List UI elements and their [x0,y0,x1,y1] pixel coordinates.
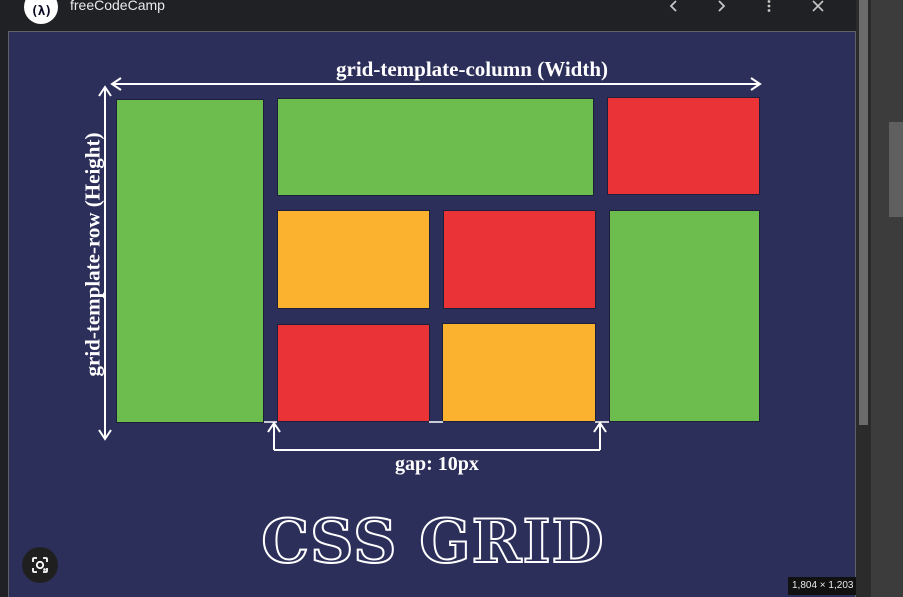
more-options-button[interactable] [757,0,781,18]
cell-top-right-red [607,97,760,195]
more-vert-icon [767,0,771,12]
lens-search-button[interactable] [22,547,58,583]
previous-button[interactable] [662,0,686,18]
dimension-arrows [98,77,762,451]
site-name[interactable]: freeCodeCamp [70,0,165,13]
css-grid-title: CSS GRID [260,506,605,578]
close-icon [812,0,824,12]
image-dimensions-badge: 1,804 × 1,203 [788,577,858,595]
gap-label: gap: 10px [395,453,479,475]
preview-image[interactable]: grid-template-column (Width) grid-templa… [8,31,856,597]
close-button[interactable] [806,0,830,18]
panel-scrollbar-thumb[interactable] [859,0,868,425]
cell-bottom-orange [442,323,596,422]
cell-right-tall-green [609,210,760,422]
page-scrollbar-track[interactable] [871,0,903,597]
cell-mid-red [443,210,596,309]
lens-search-icon [32,557,48,573]
row-label: grid-template-row (Height) [80,132,105,377]
column-label: grid-template-column (Width) [336,57,609,81]
cell-top-wide-green [277,98,594,196]
viewer-topbar: (λ) freeCodeCamp [0,0,856,30]
cell-bottom-red [277,324,430,422]
logo-glyph: (λ) [30,3,53,19]
chevron-left-icon [669,0,677,12]
cell-mid-orange [277,210,430,309]
chevron-right-icon [718,0,726,12]
site-logo-icon[interactable]: (λ) [24,0,58,24]
cell-left-tall-green [116,99,264,423]
page-scrollbar-thumb[interactable] [889,122,903,217]
next-button[interactable] [709,0,733,18]
